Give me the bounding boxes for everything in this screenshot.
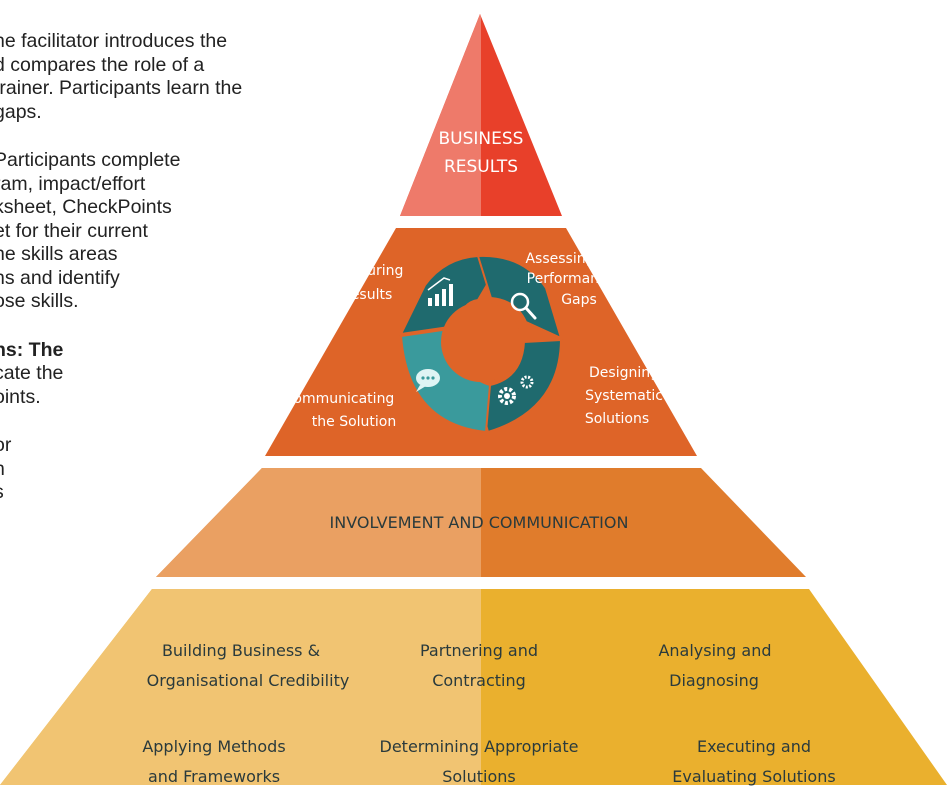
- paragraph-line: cate the: [0, 362, 64, 384]
- paragraph-line: or: [0, 434, 12, 456]
- pyramid-tier-top: BUSINESS RESULTS: [400, 14, 562, 216]
- pyramid-tier-involvement: INVOLVEMENT AND COMMUNICATION: [156, 468, 806, 577]
- cycle-label-designing-3: Solutions: [585, 411, 649, 427]
- cycle-diagram: [399, 254, 563, 434]
- paragraph-line: Participants complete: [0, 149, 181, 171]
- magnifier-icon: [510, 292, 537, 320]
- cycle-label-assessing-3: Gaps: [561, 292, 597, 308]
- bar-chart-icon: [427, 277, 453, 306]
- paragraph-line: ksheet, CheckPoints: [0, 196, 172, 218]
- paragraph-line: gaps.: [0, 100, 42, 123]
- base-label-partnering-1: Partnering and: [420, 641, 538, 660]
- paragraph-line: n: [0, 458, 354, 482]
- base-label-determining-2: Solutions: [442, 767, 516, 786]
- paragraph-4: or n s: [0, 434, 354, 505]
- paragraph-3: ns: The cate the oints.: [0, 339, 354, 410]
- paragraph-line: ram, impact/effort: [0, 172, 146, 195]
- base-label-applying-2: and Frameworks: [148, 767, 280, 786]
- cycle-label-measuring-1: Measuring: [331, 263, 404, 279]
- pyramid-tier-base: Building Business & Organisational Credi…: [0, 589, 947, 786]
- cycle-label-designing-2: Systematic: [585, 388, 663, 404]
- base-label-analysing-1: Analysing and: [658, 641, 771, 660]
- chat-bubble-icon: [416, 369, 440, 392]
- cycle-label-communicating-2: the Solution: [312, 414, 396, 430]
- base-label-executing-1: Executing and: [697, 737, 811, 756]
- base-label-executing-2: Evaluating Solutions: [672, 767, 835, 786]
- paragraph-line: he facilitator introduces the: [0, 30, 228, 52]
- paragraph-1: he facilitator introduces the d compares…: [0, 30, 354, 124]
- involvement-label: INVOLVEMENT AND COMMUNICATION: [330, 513, 629, 532]
- cycle-label-assessing-2: Performance: [527, 271, 616, 287]
- paragraph-line: et for their current: [0, 219, 148, 242]
- paragraph-line: d compares the role of a: [0, 53, 205, 76]
- base-label-determining-1: Determining Appropriate: [380, 737, 579, 756]
- cycle-label-designing-1: Designing: [589, 365, 659, 381]
- base-label-building-2: Organisational Credibility: [147, 671, 350, 690]
- gears-icon: [498, 375, 534, 405]
- paragraph-line: s: [0, 481, 354, 505]
- base-label-analysing-2: Diagnosing: [669, 671, 759, 690]
- top-label-line2: RESULTS: [444, 157, 518, 177]
- base-label-partnering-2: Contracting: [432, 671, 526, 690]
- pyramid-tier-cycle: Measuring Results Assessing Performance …: [265, 228, 697, 456]
- paragraph-line: trainer. Participants learn the: [0, 77, 243, 99]
- background-text: he facilitator introduces the d compares…: [0, 30, 354, 505]
- cycle-label-assessing-1: Assessing: [525, 251, 594, 267]
- base-label-applying-1: Applying Methods: [142, 737, 285, 756]
- paragraph-line: ns: The: [0, 338, 64, 361]
- cycle-label-measuring-2: Results: [342, 287, 393, 303]
- base-label-building-1: Building Business &: [162, 641, 320, 660]
- paragraph-2: Participants complete ram, impact/effort…: [0, 149, 354, 314]
- cycle-label-communicating-1: Communicating: [284, 391, 395, 407]
- paragraph-line: he skills areas: [0, 243, 118, 265]
- top-label-line1: BUSINESS: [439, 129, 524, 149]
- paragraph-line: ose skills.: [0, 290, 79, 312]
- paragraph-line: ns and identify: [0, 266, 120, 289]
- paragraph-line: oints.: [0, 385, 41, 408]
